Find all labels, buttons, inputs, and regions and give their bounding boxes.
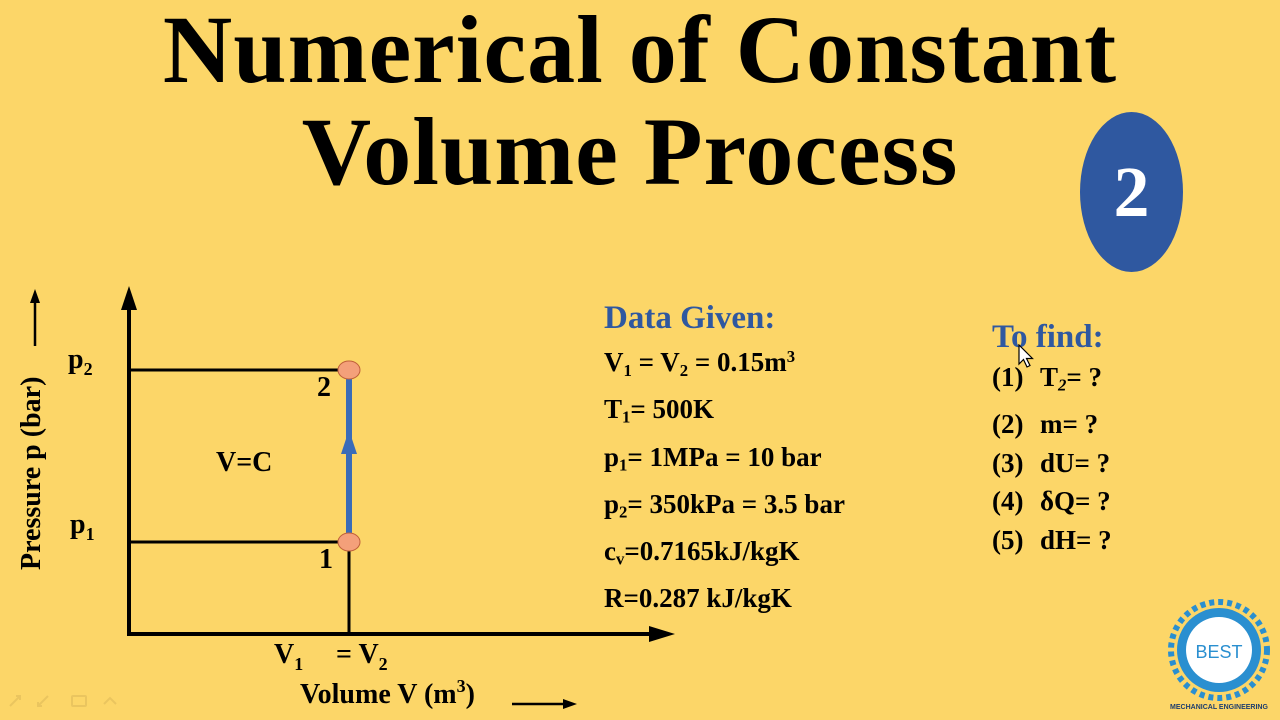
y-axis-arrowhead bbox=[121, 286, 137, 310]
volume-direction-arrowhead bbox=[563, 699, 577, 709]
x-axis-label: Volume V (m3) bbox=[300, 676, 475, 710]
logo-text: BEST bbox=[1195, 642, 1242, 662]
problem-number-badge: 2 bbox=[1080, 112, 1183, 272]
player-controls-watermark bbox=[9, 695, 117, 707]
data-given-heading: Data Given: bbox=[604, 300, 776, 336]
given-volume: V1 = V2 = 0.15m3 bbox=[604, 347, 796, 380]
v1-label: V1 bbox=[274, 639, 303, 674]
to-find-item: (4)δQ= ? bbox=[992, 486, 1111, 517]
pressure-direction-arrowhead bbox=[30, 289, 40, 303]
to-find-item: (5)dH= ? bbox=[992, 524, 1112, 555]
p2-label: p2 bbox=[68, 344, 93, 379]
logo-subtitle: MECHANICAL ENGINEERING bbox=[1170, 704, 1268, 711]
process-label: V=C bbox=[216, 447, 272, 478]
given-gas-constant: R=0.287 kJ/kgK bbox=[604, 583, 792, 614]
given-pressure-2: p2= 350kPa = 3.5 bar bbox=[604, 488, 845, 522]
to-find-panel: To find: (1)T2= ? (2)m= ? (3)dU= ? (4)δQ… bbox=[992, 316, 1112, 559]
to-find-item: (2)m= ? bbox=[992, 409, 1099, 440]
mouse-cursor-icon bbox=[1018, 344, 1034, 368]
state-1-label: 1 bbox=[319, 544, 333, 575]
state-2-label: 2 bbox=[317, 372, 331, 403]
state-point-1 bbox=[337, 532, 361, 552]
given-pressure-1: p1= 1MPa = 10 bar bbox=[604, 441, 822, 475]
state-point-2 bbox=[337, 360, 361, 380]
to-find-item: (3)dU= ? bbox=[992, 447, 1111, 478]
given-cv: cv=0.7165kJ/kgK bbox=[604, 535, 800, 569]
process-direction-arrow bbox=[341, 430, 357, 454]
y-axis-label: Pressure p (bar) bbox=[16, 377, 47, 570]
to-find-heading: To find: bbox=[992, 319, 1104, 355]
data-given-panel: Data Given: V1 = V2 = 0.15m3 T1= 500K p1… bbox=[604, 298, 845, 618]
given-temperature: T1= 500K bbox=[604, 394, 715, 428]
v2-label: = V2 bbox=[336, 639, 388, 674]
title-line-1: Numerical of Constant bbox=[162, 0, 1118, 103]
title-line-2: Volume Process bbox=[301, 98, 959, 205]
p1-label: p1 bbox=[70, 509, 95, 544]
x-axis-arrowhead bbox=[649, 626, 675, 642]
best-logo[interactable]: BEST MECHANICAL ENGINEERING bbox=[1166, 598, 1272, 716]
to-find-item: (1)T2= ? bbox=[992, 362, 1103, 395]
